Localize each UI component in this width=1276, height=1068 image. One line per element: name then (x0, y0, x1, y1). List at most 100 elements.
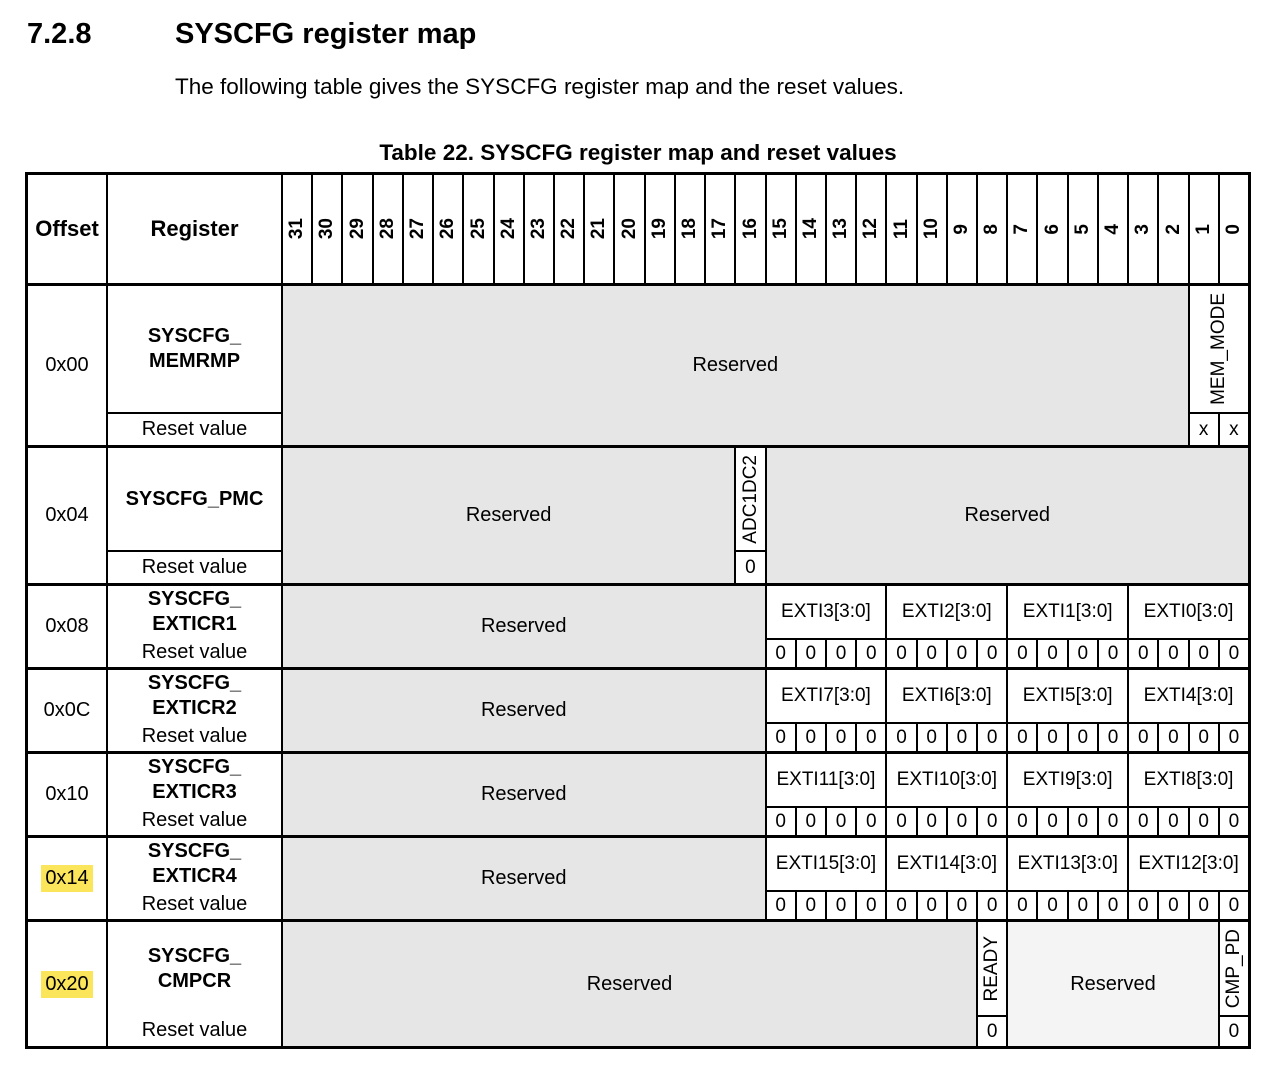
bit-number-cell: 15 (764, 175, 795, 283)
reset-bit-cell: 0 (1006, 722, 1037, 751)
bitfield-cell: EXTI2[3:0] (885, 586, 1007, 638)
bit-number-label: 4 (1102, 223, 1124, 235)
bit-number-label: 16 (739, 218, 761, 240)
reset-bit-cell: 0 (1006, 638, 1037, 667)
bit-number-label: 23 (527, 218, 549, 240)
offset-value: 0x00 (45, 354, 89, 376)
bit-number-label: 1 (1192, 223, 1214, 235)
bit-number-cell: 31 (281, 175, 311, 283)
bitfield-label: EXTI15[3:0] (775, 853, 877, 875)
offset-value: 0x04 (45, 504, 89, 526)
reset-bit-cell: 0 (945, 890, 977, 919)
bit-number-cell: 6 (1036, 175, 1066, 283)
bit-number-cell: 24 (492, 175, 523, 283)
reset-value-label: Reset value (106, 1015, 281, 1046)
reset-value-label: Reset value (106, 638, 281, 667)
reset-bit-cell: 0 (1187, 722, 1218, 751)
bit-number-label: 5 (1071, 223, 1093, 235)
reset-bit-cell: 0 (1157, 806, 1188, 835)
bitfield-cell: EXTI14[3:0] (885, 838, 1007, 890)
bit-number-cell: 7 (1006, 175, 1036, 283)
bit-number-cell: 0 (1217, 175, 1248, 283)
reset-bit-cell: 0 (794, 806, 825, 835)
bitfield-cell: EXTI15[3:0] (764, 838, 886, 890)
bit-number-label: 29 (346, 218, 368, 240)
bitfield-label: EXTI13[3:0] (1017, 853, 1118, 875)
reset-bit-cell: 0 (764, 722, 795, 751)
register-name: SYSCFG_CMPCR (106, 922, 281, 1015)
reserved-cell: Reserved (281, 670, 765, 751)
bit-number-cell: 14 (794, 175, 825, 283)
bit-number-label: 15 (769, 218, 791, 240)
bit-number-label: 0 (1223, 223, 1245, 235)
offset-cell: 0x04 (28, 448, 106, 583)
bitfield-label: EXTI2[3:0] (901, 601, 992, 623)
reset-value-label: Reset value (106, 550, 281, 583)
reset-bit-cell: 0 (1036, 890, 1067, 919)
bitfield-label: CMP_PD (1223, 928, 1245, 1009)
register-name-line: EXTICR2 (152, 697, 237, 719)
bitfield-label: EXTI3[3:0] (781, 601, 871, 623)
reset-bit-cell: 0 (824, 722, 856, 751)
bit-number-cell: 27 (401, 175, 432, 283)
reset-bit-cell: 0 (794, 890, 825, 919)
reset-bit-cell: 0 (885, 722, 916, 751)
bit-number-label: 28 (376, 218, 398, 240)
register-name-line: SYSCFG_ (147, 944, 242, 967)
reset-bit-cell: 0 (1217, 1015, 1248, 1046)
bitfield-cell: READY (976, 922, 1007, 1015)
bit-number-label: 10 (920, 218, 942, 240)
register-name: SYSCFG_EXTICR1 (106, 586, 281, 638)
reset-bit-cell: 0 (1066, 890, 1097, 919)
bit-number-cell: 1 (1187, 175, 1218, 283)
section-number: 7.2.8 (27, 18, 92, 50)
reset-bit-cell: 0 (1187, 638, 1218, 667)
bitfield-label: EXTI12[3:0] (1138, 853, 1239, 875)
reset-bit-cell: 0 (976, 638, 1007, 667)
reset-bit-cell: 0 (1127, 638, 1158, 667)
reset-bit-cell: 0 (1187, 806, 1218, 835)
reset-bit-cell: 0 (1217, 806, 1248, 835)
bitfield-cell: EXTI7[3:0] (764, 670, 886, 722)
register-name: SYSCFG_EXTICR3 (106, 754, 281, 806)
bitfield-cell: ADC1DC2 (734, 448, 765, 550)
bit-number-label: 20 (618, 218, 640, 240)
bitfield-cell: EXTI3[3:0] (764, 586, 886, 638)
offset-cell: 0x00 (28, 286, 106, 445)
register-header: Register (106, 175, 281, 283)
register-name: SYSCFG_PMC (106, 448, 281, 550)
reset-bit-cell: 0 (1036, 638, 1067, 667)
bit-number-label: 3 (1132, 223, 1154, 235)
bit-number-label: 8 (981, 223, 1003, 235)
reset-bit-cell: 0 (1157, 722, 1188, 751)
register-name-line: SYSCFG_ (147, 588, 242, 610)
bitfield-cell: EXTI0[3:0] (1127, 586, 1248, 638)
reset-bit-cell: 0 (794, 638, 825, 667)
reset-bit-cell: 0 (885, 638, 916, 667)
bitfield-label: READY (981, 935, 1003, 1002)
reset-bit-cell: 0 (915, 638, 946, 667)
reserved-cell: Reserved (764, 448, 1248, 583)
reset-bit-cell: 0 (1127, 806, 1158, 835)
bit-number-cell: 18 (673, 175, 704, 283)
bit-number-label: 17 (709, 218, 731, 240)
bit-number-label: 30 (316, 218, 338, 240)
reset-value-label: Reset value (106, 890, 281, 919)
bit-number-cell: 30 (311, 175, 341, 283)
reset-bit-cell: 0 (1127, 890, 1158, 919)
reset-bit-cell: 0 (1217, 722, 1248, 751)
bit-number-cell: 10 (915, 175, 946, 283)
bit-number-label: 22 (558, 218, 580, 240)
bit-number-cell: 9 (945, 175, 976, 283)
bit-number-cell: 20 (613, 175, 643, 283)
bitfield-cell: EXTI10[3:0] (885, 754, 1007, 806)
bitfield-label: MEM_MODE (1207, 293, 1229, 405)
bit-number-label: 18 (679, 218, 701, 240)
reset-bit-cell: 0 (855, 890, 886, 919)
bit-number-label: 6 (1041, 223, 1063, 235)
